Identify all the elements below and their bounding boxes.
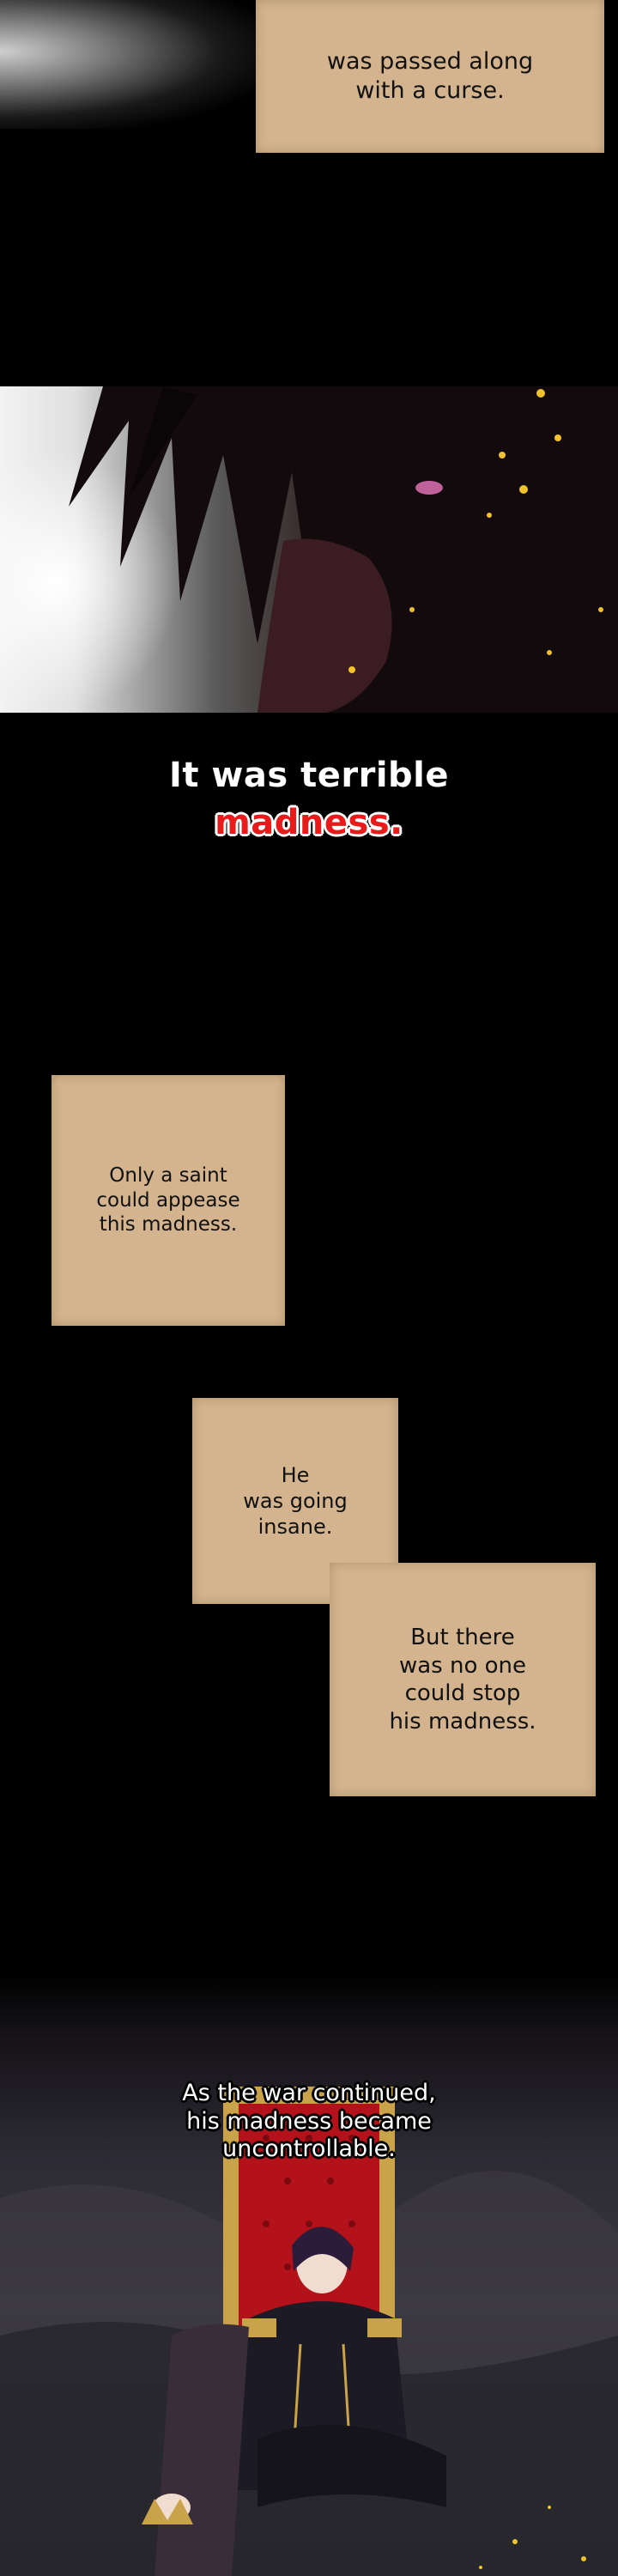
figure-hair	[292, 2227, 354, 2271]
caption-curse: was passed along with a curse.	[256, 0, 604, 153]
character-closeup-panel	[0, 386, 618, 713]
caption-saint-text: Only a saint could appease this madness.	[96, 1163, 240, 1236]
title-line-1: It was terrible	[169, 756, 449, 795]
throne-illustration	[0, 2087, 618, 2576]
throne-panel: As the war continued, his madness became…	[0, 1975, 618, 2576]
glowing-eye	[415, 481, 443, 495]
caption-no-one: But there was no one could stop his madn…	[330, 1563, 596, 1796]
caption-curse-text: was passed along with a curse.	[326, 48, 534, 104]
caption-war: As the war continued, his madness became…	[0, 2052, 618, 2164]
crown	[142, 2499, 193, 2524]
caption-war-text: As the war continued, his madness became…	[182, 2080, 436, 2163]
caption-insane-text: He was going insane.	[243, 1463, 348, 1539]
character-silhouette	[0, 386, 618, 713]
panel-1-smoke	[0, 0, 258, 129]
caption-insane: He was going insane.	[192, 1398, 398, 1604]
title-line-2: madness.	[215, 803, 403, 842]
caption-no-one-text: But there was no one could stop his madn…	[389, 1625, 536, 1735]
caption-saint: Only a saint could appease this madness.	[52, 1075, 285, 1326]
